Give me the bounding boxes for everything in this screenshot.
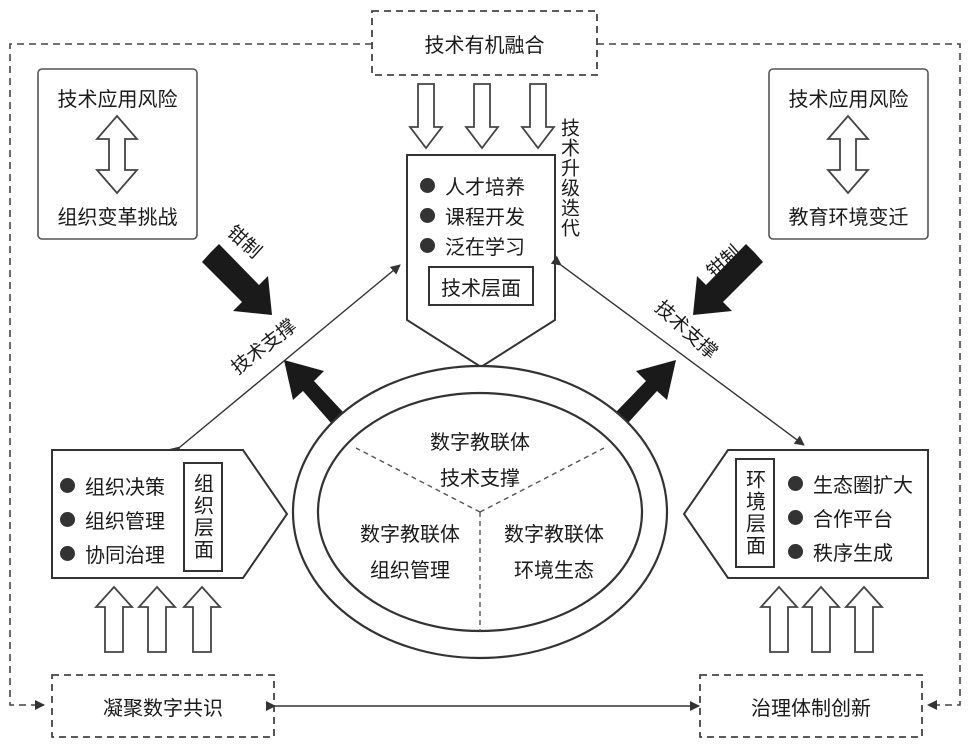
- left-risk-top-label: 技术应用风险: [57, 86, 178, 111]
- center-top-line-1: 数字教联体: [430, 429, 530, 454]
- env-item-2: 合作平台: [788, 503, 893, 532]
- tech-item-1: 人才培养: [420, 171, 525, 200]
- env-layer-label: 环境层面: [735, 458, 775, 568]
- tech-upgrade-label: 技术升级迭代: [558, 118, 580, 238]
- bottom-right-hollow-arrows: [758, 585, 885, 653]
- governance-label: 治理体制创新: [751, 695, 871, 720]
- tech-item-3: 泛在学习: [420, 231, 525, 260]
- bottom-left-hollow-arrows: [93, 585, 223, 653]
- consensus-label: 凝聚数字共识: [103, 695, 223, 720]
- support-thin-arrows: [169, 255, 805, 457]
- org-layer-pentagon: [51, 449, 289, 579]
- tech-item-2: 课程开发: [420, 201, 525, 230]
- org-item-2: 组织管理: [60, 505, 165, 534]
- center-left-line-1: 数字教联体: [360, 521, 460, 546]
- right-risk-bottom-label: 教育环境变迁: [788, 204, 909, 229]
- center-right-line-1: 数字教联体: [504, 521, 604, 546]
- org-item-1: 组织决策: [60, 471, 165, 500]
- org-layer-label: 组织层面: [183, 462, 223, 572]
- tech-layer-label: 技术层面: [428, 266, 534, 306]
- tech-integration-box: [371, 10, 598, 76]
- env-item-1: 生态圈扩大: [788, 469, 913, 498]
- tech-layer-pentagon: [406, 154, 556, 369]
- tech-integration-label: 技术有机融合: [424, 32, 545, 57]
- outer-dashed-loop: [9, 43, 961, 710]
- center-top-line-2: 技术支撑: [440, 465, 520, 490]
- org-item-3: 协同治理: [60, 539, 165, 568]
- right-risk-top-label: 技术应用风险: [788, 86, 909, 111]
- top-hollow-arrows: [408, 83, 556, 150]
- risk-double-arrows: [95, 114, 870, 195]
- governance-box: [699, 674, 923, 738]
- center-left-line-2: 组织管理: [370, 557, 450, 582]
- center-right-line-2: 环境生态: [514, 557, 594, 582]
- center-dividers: [355, 447, 605, 631]
- left-risk-bottom-label: 组织变革挑战: [57, 204, 178, 229]
- env-item-3: 秩序生成: [788, 537, 893, 566]
